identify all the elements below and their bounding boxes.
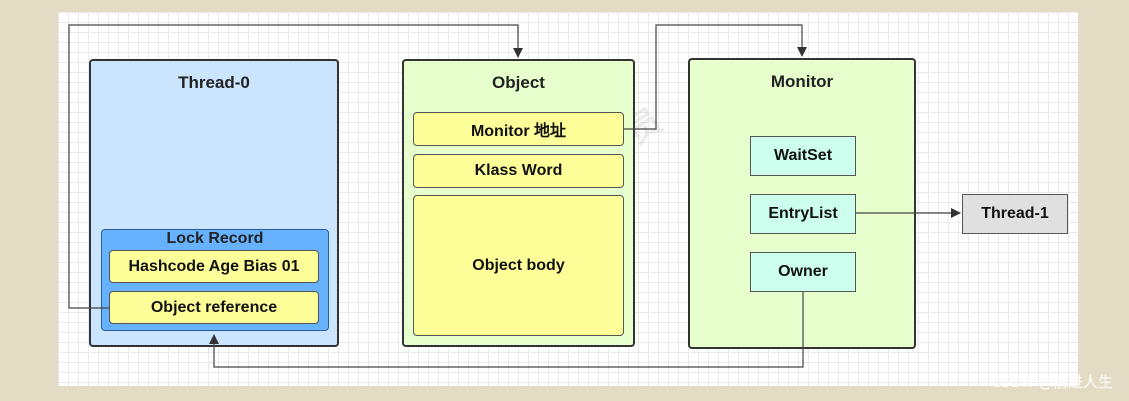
lock-record-title: Lock Record [166, 230, 264, 247]
thread0-title: Thread-0 [178, 73, 250, 92]
entrylist-cell: EntryList [750, 194, 856, 234]
csdn-credit: CSDN @前进人生 [990, 373, 1113, 391]
object-title: Object [492, 73, 545, 92]
monitor-title: Monitor [770, 72, 834, 91]
object-body-cell: Object body [413, 195, 624, 336]
monitor-address-cell: Monitor 地址 [413, 112, 624, 146]
owner-cell: Owner [750, 252, 856, 292]
object-reference-cell: Object reference [109, 291, 319, 324]
thread1-box: Thread-1 [962, 194, 1068, 234]
klass-word-cell: Klass Word [413, 154, 624, 188]
waitset-cell: WaitSet [750, 136, 856, 176]
hashcode-age-bias-cell: Hashcode Age Bias 01 [109, 250, 319, 283]
